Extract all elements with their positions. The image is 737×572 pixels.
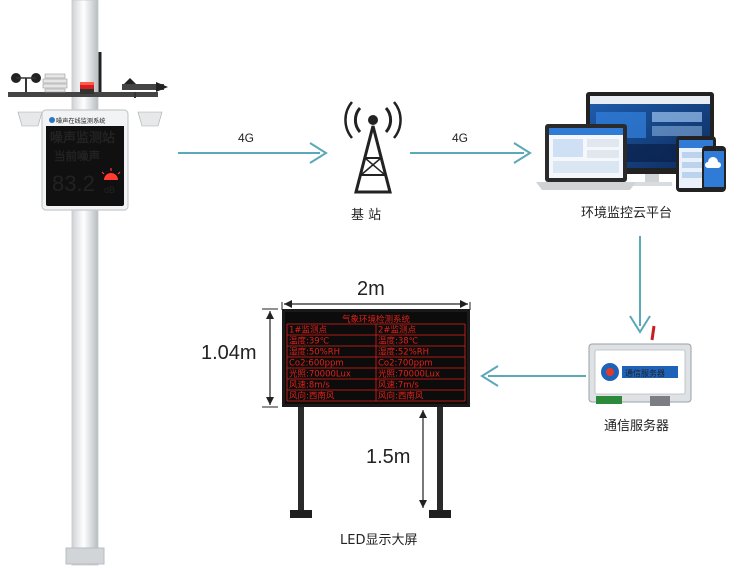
arrow-cloud-to-server: [629, 236, 651, 334]
tower-icon: [344, 101, 402, 194]
width-dimension: [281, 300, 471, 310]
led-cell: 风速:7m/s: [378, 381, 419, 391]
pole-height-label: 1.5m: [366, 446, 410, 468]
station-unit: dB: [104, 185, 115, 195]
led-cell: 光照:70000Lux: [289, 369, 351, 380]
arrow-station-to-base: [178, 142, 328, 164]
louver-sensor-icon: [42, 73, 68, 93]
height-dimension: [262, 308, 278, 408]
pole-base: [65, 547, 105, 565]
led-left-leg: [298, 405, 304, 515]
led-cell: 湿度:50%RH: [289, 347, 340, 358]
monitoring-station: 噪声在线监测系统 噪声监测站 当前噪声 83.2 dB: [8, 0, 168, 566]
anemometer-icon: [11, 73, 41, 92]
station-line2: 当前噪声: [54, 149, 100, 163]
led-title: 气象环境检测系统: [342, 314, 411, 325]
right-arm: [137, 111, 163, 127]
led-cell: 风向:西南风: [378, 391, 424, 402]
led-cell: 光照:70000Lux: [378, 369, 440, 380]
pole-dimension: [419, 410, 427, 508]
arrow2-label: 4G: [452, 131, 468, 145]
station-header-text: 噪声在线监测系统: [56, 117, 106, 125]
server-device-text: 通信服务器: [625, 368, 665, 378]
station-header-bar: [46, 114, 124, 126]
comm-server-label: 通信服务器: [604, 418, 669, 434]
wind-vane-icon: [122, 78, 168, 98]
station-value: 83.2: [52, 171, 95, 196]
led-cell: 风向:西南风: [289, 391, 335, 402]
led-right-foot: [429, 510, 451, 518]
led-cell: 2#监测点: [378, 325, 417, 336]
siren-icon: [101, 168, 121, 180]
led-cell: Co2:600ppm: [289, 359, 344, 369]
left-arm: [17, 111, 43, 127]
led-cell: Co2:700ppm: [378, 359, 433, 369]
station-line1: 噪声监测站: [50, 130, 115, 146]
led-right-leg: [437, 405, 443, 515]
arrow-server-to-led: [480, 365, 586, 387]
led-screen-label: LED显示大屏: [340, 533, 417, 548]
station-screen: [46, 114, 124, 206]
cloud-platform-label: 环境监控云平台: [581, 206, 672, 221]
led-cell: 1#监测点: [289, 325, 328, 336]
laptop-icon: [536, 124, 636, 190]
height-label: 1.04m: [201, 342, 257, 364]
cloud-platform-devices: [536, 92, 726, 192]
led-cell: 湿度:52%RH: [378, 347, 429, 358]
arrow-base-to-cloud: [410, 142, 532, 164]
alarm-light-icon: [80, 82, 94, 94]
comm-server-device: 通信服务器: [588, 325, 692, 406]
crossbar: [8, 92, 158, 97]
led-cell: 风速:8m/s: [289, 381, 330, 391]
arrow1-label: 4G: [238, 131, 254, 145]
base-station-label: 基 站: [351, 208, 381, 223]
phone-icon: [702, 146, 726, 192]
led-cell: 温度:39℃: [289, 336, 330, 347]
led-left-foot: [290, 510, 312, 518]
station-logo-icon: [49, 117, 55, 123]
led-cell: 温度:38℃: [378, 336, 419, 347]
width-label: 2m: [357, 278, 385, 300]
